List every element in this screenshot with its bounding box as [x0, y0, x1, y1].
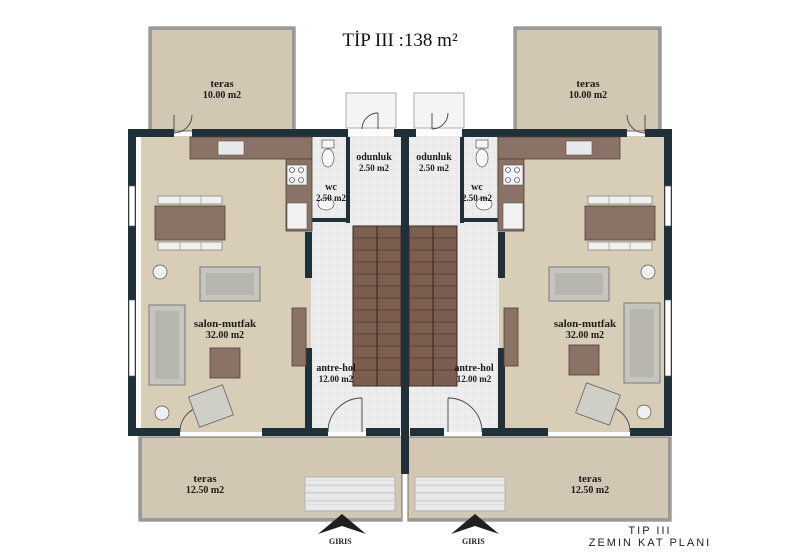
living-furniture-left	[148, 264, 307, 428]
plan-name: TIP III ZEMIN KAT PLANI	[565, 525, 735, 549]
room-label-odunluk-right: odunluk 2.50 m2	[408, 153, 460, 173]
plan-name-line2: ZEMIN KAT PLANI	[588, 537, 712, 549]
room-label-teras-bottom-right: teras 12.50 m2	[548, 474, 632, 496]
entrance-arrow-right	[451, 514, 499, 534]
terrace-top-right	[513, 26, 662, 132]
room-name: teras	[193, 473, 217, 485]
room-area: 2.50 m2	[359, 163, 389, 173]
entry-steps-right	[414, 476, 506, 512]
kitchen-counter-right	[497, 136, 621, 232]
room-area: 12.00 m2	[456, 374, 492, 384]
room-label-odunluk-left: odunluk 2.50 m2	[348, 153, 400, 173]
plan-name-line1: TIP III	[628, 525, 672, 537]
entry-steps-left	[304, 476, 396, 512]
wc-fixtures-right	[475, 139, 493, 211]
wc-floor-right	[459, 136, 497, 224]
room-area: 2.50 m2	[462, 193, 492, 203]
dining-table-left	[154, 195, 226, 251]
room-name: teras	[576, 78, 600, 90]
room-name: odunluk	[356, 152, 392, 163]
room-label-wc-left: wc 2.50 m2	[312, 183, 350, 203]
room-label-antre-left: antre-hol 12.00 m2	[306, 364, 366, 384]
room-label-salon-left: salon-mutfak 32.00 m2	[180, 319, 270, 341]
kitchen-counter-left	[189, 136, 313, 232]
room-area: 12.50 m2	[570, 485, 610, 496]
wc-fixtures-left	[317, 139, 335, 211]
room-label-salon-right: salon-mutfak 32.00 m2	[540, 319, 630, 341]
room-area: 32.00 m2	[205, 330, 245, 341]
stairs-left	[352, 225, 402, 387]
room-area: 10.00 m2	[568, 90, 608, 101]
plan-title: TİP III :138 m²	[342, 30, 458, 51]
room-name: salon-mutfak	[553, 318, 617, 330]
dining-table-right	[584, 195, 656, 251]
room-name: antre-hol	[454, 363, 494, 374]
room-name: wc	[325, 182, 337, 193]
entrance-arrow-left	[318, 514, 366, 534]
room-area: 32.00 m2	[565, 330, 605, 341]
room-label-teras-top-right: teras 10.00 m2	[546, 79, 630, 101]
odunluk-floor-right	[407, 136, 459, 224]
odunluk-floor-left	[349, 136, 401, 224]
room-area: 12.50 m2	[185, 485, 225, 496]
room-name: teras	[210, 78, 234, 90]
room-label-teras-top-left: teras 10.00 m2	[180, 79, 264, 101]
room-area: 12.00 m2	[318, 374, 354, 384]
room-name: antre-hol	[316, 363, 356, 374]
room-label-teras-bottom-left: teras 12.50 m2	[163, 474, 247, 496]
room-area: 2.50 m2	[419, 163, 449, 173]
room-label-antre-right: antre-hol 12.00 m2	[444, 364, 504, 384]
room-name: salon-mutfak	[193, 318, 257, 330]
room-label-wc-right: wc 2.50 m2	[458, 183, 496, 203]
room-name: odunluk	[416, 152, 452, 163]
room-area: 10.00 m2	[202, 90, 242, 101]
living-furniture-right	[503, 264, 661, 426]
stairs-right	[408, 225, 458, 387]
terrace-top-left	[148, 26, 296, 132]
room-name: wc	[471, 182, 483, 193]
windows	[128, 185, 672, 377]
entrance-label-right: GIRIS	[462, 537, 485, 546]
room-name: teras	[578, 473, 602, 485]
walls	[128, 129, 672, 474]
entrance-label-left: GIRIS	[329, 537, 352, 546]
room-area: 2.50 m2	[316, 193, 346, 203]
